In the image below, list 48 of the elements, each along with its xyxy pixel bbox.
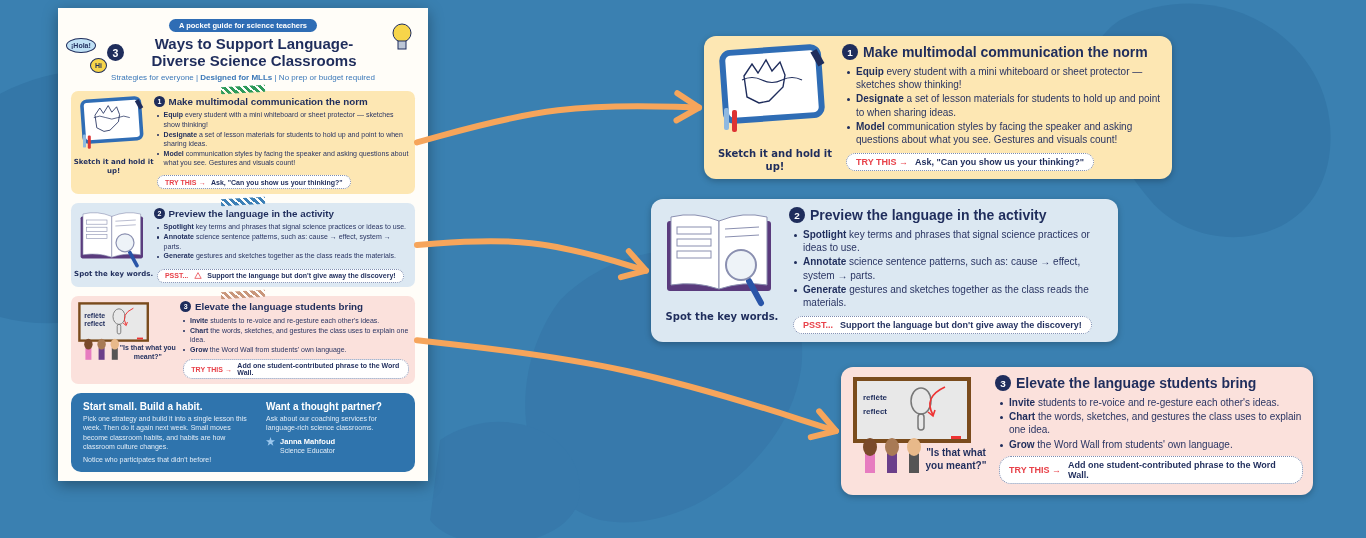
bullet-text: Chart the words, sketches, and gestures the class uses to explain one idea. <box>995 410 1303 437</box>
section-heading: Preview the language in the activity <box>810 207 1047 223</box>
bullet-text: Grow the Word Wall from students' own language. <box>995 437 1303 451</box>
bullet-text: Annotate science sentence patterns, such as: cause → effect, system → parts. <box>789 255 1108 282</box>
number-badge: 1 <box>842 44 858 60</box>
section-heading: Preview the language in the activity <box>168 207 334 219</box>
arrow <box>414 90 702 146</box>
picture-caption: "Is that what you meant?" <box>924 447 988 472</box>
section-heading: Make multimodal communication the norm <box>863 44 1148 60</box>
tip-text: Support the language but don't give away the discovery! <box>840 320 1082 331</box>
tip-text: Ask, "Can you show us your thinking?" <box>915 157 1085 168</box>
board-word: reflect <box>863 407 887 416</box>
number-badge: 3 <box>107 44 124 61</box>
tip-pill <box>793 316 1092 335</box>
footer-heading: Start small. Build a habit. <box>83 401 204 413</box>
section-heading: Elevate the language students bring <box>194 301 364 313</box>
poster-title: Ways to Support Language-Diverse Science Classrooms <box>150 36 358 69</box>
poster-subtitle: Strategies for everyone | Designed for MLLs | No prep or budget required <box>110 73 376 82</box>
tip-label: TRY THIS → <box>856 157 908 168</box>
bullet-text: Equip every student with a mini whiteboard or sheet protector — sketches show thinking! <box>842 65 1162 92</box>
board-word: reflète <box>863 393 887 402</box>
tip-pill <box>156 175 351 190</box>
bullet-text: Model communication styles by facing the speaker and asking questions about what you see. Gestures and visuals count! <box>842 119 1162 147</box>
bullet-text: Spotlight key terms and phrases that signal science practices or ideas to use. <box>789 228 1108 255</box>
tip-text: Add one student-contributed phrase to the Word Wall. <box>1068 459 1277 480</box>
picture-caption: Sketch it and hold it up! <box>716 148 834 173</box>
arrow <box>414 337 839 441</box>
tip-label: PSST... <box>803 320 833 331</box>
number-badge: 2 <box>789 207 805 223</box>
strategy-card <box>704 36 1172 180</box>
bullet-text: Designate a set of lesson materials for students to hold up and point to when sharing ideas. <box>842 92 1162 119</box>
tip-pill <box>183 358 409 380</box>
tip-pill <box>846 153 1095 172</box>
tip-label: TRY THIS → <box>1009 464 1061 475</box>
section-heading: Elevate the language students bring <box>1016 375 1257 391</box>
strategy-card <box>841 367 1313 495</box>
bullet-text: Generate gestures and sketches together as the class reads the materials. <box>789 282 1108 310</box>
picture-caption: Spot the key words. <box>664 311 780 324</box>
arrow <box>414 238 649 281</box>
number-badge: 3 <box>995 375 1011 391</box>
tip-pill <box>156 268 404 283</box>
section-heading: Make multimodal communication the norm <box>168 95 368 107</box>
bullet-text: Invite students to re-voice and re-gesture each other's ideas. <box>995 396 1303 410</box>
footer-heading: Want a thought partner? <box>266 401 383 413</box>
footer-band <box>71 393 415 473</box>
strategy-card <box>651 199 1118 343</box>
tip-pill <box>999 455 1303 484</box>
poster-page <box>58 8 428 482</box>
